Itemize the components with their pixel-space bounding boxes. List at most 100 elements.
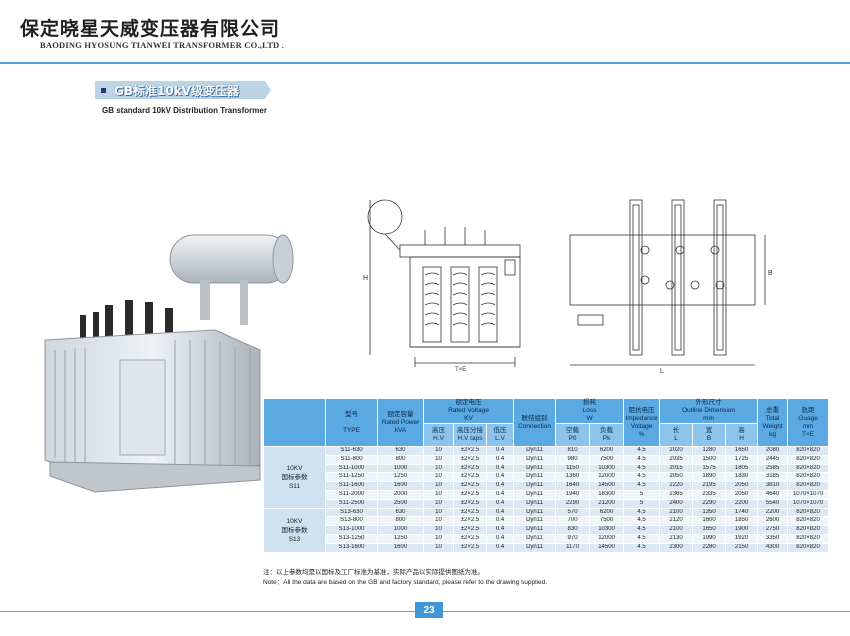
table-cell: Dyn11 <box>513 489 557 500</box>
table-cell: 1650 <box>725 446 759 456</box>
table-cell: 2300 <box>659 542 694 553</box>
table-cell: 12000 <box>589 472 625 483</box>
table-cell: S11-1000 <box>325 463 378 474</box>
table-cell: 820×820 <box>787 472 830 483</box>
table-cell: 10 <box>423 507 454 518</box>
table-cell: 2130 <box>659 533 694 544</box>
table-cell: 4.5 <box>623 472 661 483</box>
table-cell: 10300 <box>589 525 625 535</box>
table-cell: 3810 <box>757 481 789 491</box>
table-cell: 2200 <box>757 507 789 518</box>
table-cell: 820×820 <box>787 525 830 535</box>
table-cell: 1600 <box>377 542 424 553</box>
table-cell: 2000 <box>377 489 424 500</box>
table-cell: 1920 <box>725 533 759 544</box>
table-cell: Dyn11 <box>513 472 557 483</box>
table-cell: 980 <box>555 454 591 465</box>
table-cell: 2335 <box>692 489 727 500</box>
table-cell: 2750 <box>757 525 789 535</box>
table-cell: 1170 <box>555 542 591 553</box>
dimension-txe-label: T×E <box>455 367 466 373</box>
table-cell: 4.5 <box>623 454 661 465</box>
table-cell: S13-1250 <box>325 533 378 544</box>
table-cell: 2290 <box>692 498 727 509</box>
table-cell: 4.5 <box>623 481 661 491</box>
table-cell: 10 <box>423 454 454 465</box>
section-subtitle: GB standard 10kV Distribution Transforme… <box>102 106 267 115</box>
table-cell: ±2×2.5 <box>453 525 487 535</box>
table-cell: 0.4 <box>485 446 515 456</box>
table-cell: 2015 <box>659 463 694 474</box>
table-cell: 4300 <box>757 542 789 553</box>
transformer-photo <box>44 234 294 493</box>
section-title: GB标准10kV级变压器 <box>114 83 239 98</box>
table-cell: 4.5 <box>623 507 661 518</box>
table-cell: 1360 <box>555 472 591 483</box>
table-cell: 820×820 <box>787 507 830 518</box>
table-cell: 0.4 <box>485 463 515 474</box>
table-cell: 10 <box>423 472 454 483</box>
table-cell: 1650 <box>692 525 727 535</box>
table-cell: Dyn11 <box>513 525 557 535</box>
table-cell: 1990 <box>692 533 727 544</box>
table-cell: S11-1250 <box>325 472 378 483</box>
table-cell: 21200 <box>589 498 625 509</box>
table-cell: 2100 <box>659 525 694 535</box>
table-cell: ±2×2.5 <box>453 463 487 474</box>
table-cell: S13-630 <box>325 507 378 518</box>
table-cell: 18300 <box>589 489 625 500</box>
top-view-drawing: B L <box>569 199 773 375</box>
table-cell: Dyn11 <box>513 516 557 527</box>
table-cell: 14500 <box>589 542 625 553</box>
table-cell: 1000 <box>377 525 424 535</box>
table-cell: 1940 <box>555 489 591 500</box>
table-cell: 820×820 <box>787 481 830 491</box>
header-divider <box>0 62 850 64</box>
table-cell: 0.4 <box>485 472 515 483</box>
table-cell: 0.4 <box>485 525 515 535</box>
table-cell: 0.4 <box>485 498 515 509</box>
table-cell: 2050 <box>725 481 759 491</box>
table-cell: 2400 <box>659 498 694 509</box>
table-cell: 1280 <box>692 446 727 456</box>
table-cell: 800 <box>377 454 424 465</box>
company-name-en: BAODING HYOSUNG TIANWEI TRANSFORMER CO.,… <box>40 40 285 50</box>
table-cell: ±2×2.5 <box>453 489 487 500</box>
table-cell: 10 <box>423 481 454 491</box>
table-cell: 2150 <box>725 542 759 553</box>
table-cell: ±2×2.5 <box>453 507 487 518</box>
table-cell: 1070×1070 <box>787 489 830 500</box>
table-cell: 2050 <box>725 489 759 500</box>
table-cell: ±2×2.5 <box>453 481 487 491</box>
note-cn: 注：以上参数均是以国标及工厂标准为基准，实际产品以实际提供图纸为准。 <box>263 568 484 576</box>
table-cell: 2600 <box>757 516 789 527</box>
table-cell: S11-630 <box>325 446 378 456</box>
company-name-cn: 保定晓星天威变压器有限公司 <box>20 18 281 40</box>
table-cell: 5540 <box>757 498 789 509</box>
table-cell: 630 <box>377 507 424 518</box>
table-cell: 1575 <box>692 463 727 474</box>
table-cell: 1740 <box>725 507 759 518</box>
